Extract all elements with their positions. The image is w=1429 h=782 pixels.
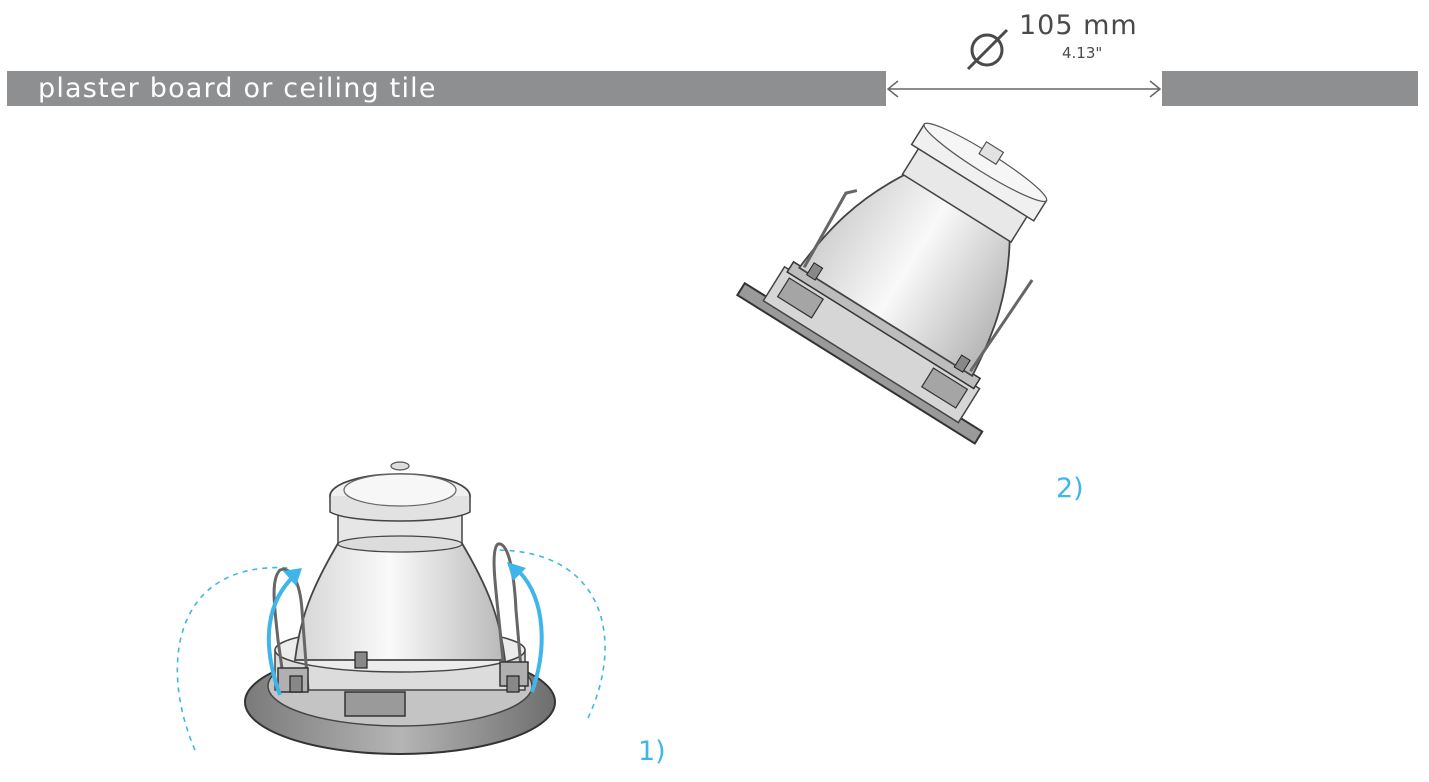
- ceiling-bar-left: [7, 71, 886, 106]
- ceiling-label: plaster board or ceiling tile: [38, 73, 437, 104]
- dimension-inch: 4.13": [1062, 44, 1103, 62]
- double-arrow-icon: [886, 80, 1162, 98]
- step-label-2: 2): [1056, 473, 1084, 504]
- dimension-mm: 105 mm: [1019, 10, 1138, 41]
- downlight-insertion-illustration: [735, 122, 1048, 445]
- downlight-springs-up-illustration: [176, 461, 606, 755]
- diameter-icon: [966, 28, 1009, 71]
- step-label-1: 1): [638, 736, 666, 767]
- ceiling-bar-right: [1162, 71, 1418, 106]
